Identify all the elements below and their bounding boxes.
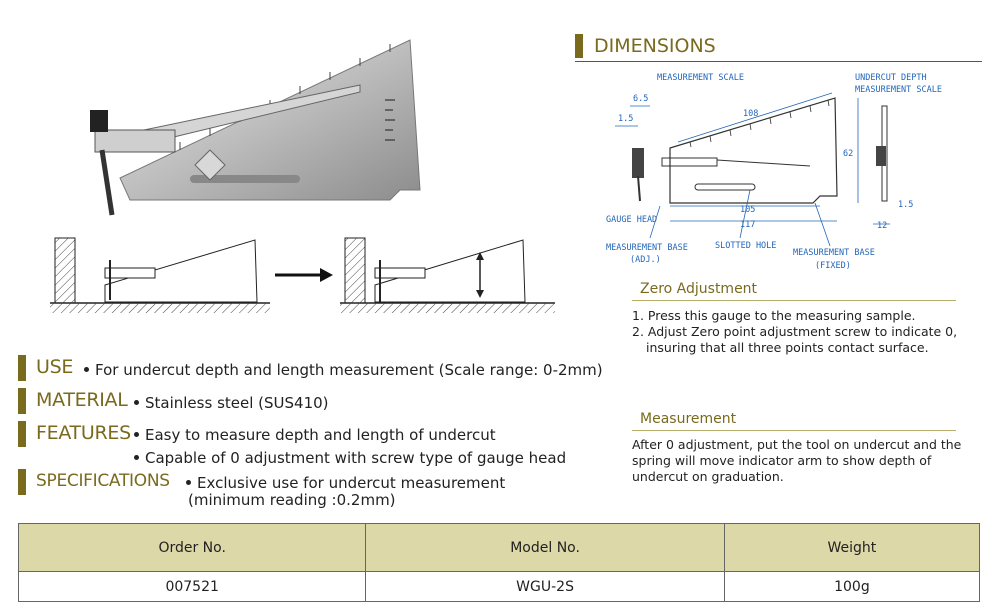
- bullet-icon: [134, 399, 139, 405]
- label-gauge-head: GAUGE HEAD: [606, 215, 657, 225]
- material-text: Stainless steel (SUS410): [134, 394, 329, 412]
- zero-adjustment-title: Zero Adjustment: [640, 281, 758, 297]
- label-base-adj-2: (ADJ.): [630, 255, 661, 265]
- label-base-fixed-2: (FIXED): [815, 261, 851, 271]
- dim-117: 117: [740, 220, 755, 230]
- label-base-adj-1: MEASUREMENT BASE: [606, 243, 688, 253]
- specifications-bar: [18, 469, 26, 495]
- features-bar: [18, 421, 26, 447]
- cell-weight: 100g: [723, 571, 981, 602]
- features-label: FEATURES: [36, 422, 131, 444]
- measurement-line-2: spring will move indicator arm to show d…: [632, 453, 932, 468]
- zero-step-2-cont: insuring that all three points contact s…: [646, 340, 929, 355]
- usage-diagram: [50, 237, 555, 313]
- zero-step-1: 1. Press this gauge to the measuring sam…: [632, 308, 916, 323]
- dim-105: 105: [740, 205, 755, 215]
- material-label: MATERIAL: [36, 389, 128, 411]
- material-bar: [18, 388, 26, 414]
- header-weight: Weight: [723, 523, 981, 572]
- dimensions-drawing: MEASUREMENT SCALE UNDERCUT DEPTH MEASURE…: [606, 73, 942, 271]
- cell-order-no: 007521: [17, 571, 367, 602]
- measurement-title: Measurement: [640, 411, 737, 427]
- use-label: USE: [36, 356, 74, 378]
- table-header-row: Order No. Model No. Weight: [17, 523, 981, 572]
- bullet-icon: [134, 454, 139, 460]
- dim-12: 12: [877, 221, 887, 231]
- bullet-icon: [84, 366, 89, 372]
- bullet-icon: [134, 431, 139, 437]
- measurement-rule: [632, 430, 956, 431]
- cell-model-no: WGU-2S: [365, 571, 725, 602]
- specifications-label: SPECIFICATIONS: [36, 471, 170, 491]
- label-base-fixed-1: MEASUREMENT BASE: [793, 248, 875, 258]
- measurement-line-3: undercut on graduation.: [632, 469, 784, 484]
- dimensions-title: DIMENSIONS: [594, 35, 716, 57]
- specifications-text-2: (minimum reading :0.2mm): [188, 491, 396, 509]
- dimensions-rule: [575, 61, 982, 62]
- dim-1-5: 1.5: [618, 114, 633, 124]
- use-text: For undercut depth and length measuremen…: [84, 361, 603, 379]
- features-text-2: Capable of 0 adjustment with screw type …: [134, 449, 566, 467]
- dim-108: 108: [743, 109, 758, 119]
- specifications-text-1: Exclusive use for undercut measurement: [186, 474, 505, 492]
- dim-6-5: 6.5: [633, 94, 648, 104]
- use-bar: [18, 355, 26, 381]
- bullet-icon: [186, 479, 191, 485]
- table-row: 007521 WGU-2S 100g: [17, 571, 981, 602]
- dimensions-bar: [575, 34, 583, 58]
- spec-table: Order No. Model No. Weight 007521 WGU-2S…: [17, 523, 981, 602]
- header-model-no: Model No.: [365, 523, 725, 572]
- features-text-1: Easy to measure depth and length of unde…: [134, 426, 496, 444]
- zero-adjustment-rule: [632, 300, 956, 301]
- dim-1-5-b: 1.5: [898, 200, 913, 210]
- label-undercut-depth-1: UNDERCUT DEPTH: [855, 73, 927, 83]
- label-measurement-scale: MEASUREMENT SCALE: [657, 73, 744, 83]
- dim-62: 62: [843, 149, 853, 159]
- label-slotted-hole: SLOTTED HOLE: [715, 241, 776, 251]
- label-undercut-depth-2: MEASUREMENT SCALE: [855, 85, 942, 95]
- measurement-line-1: After 0 adjustment, put the tool on unde…: [632, 437, 962, 452]
- header-order-no: Order No.: [17, 523, 367, 572]
- zero-step-2: 2. Adjust Zero point adjustment screw to…: [632, 324, 958, 339]
- product-photo: [90, 39, 421, 216]
